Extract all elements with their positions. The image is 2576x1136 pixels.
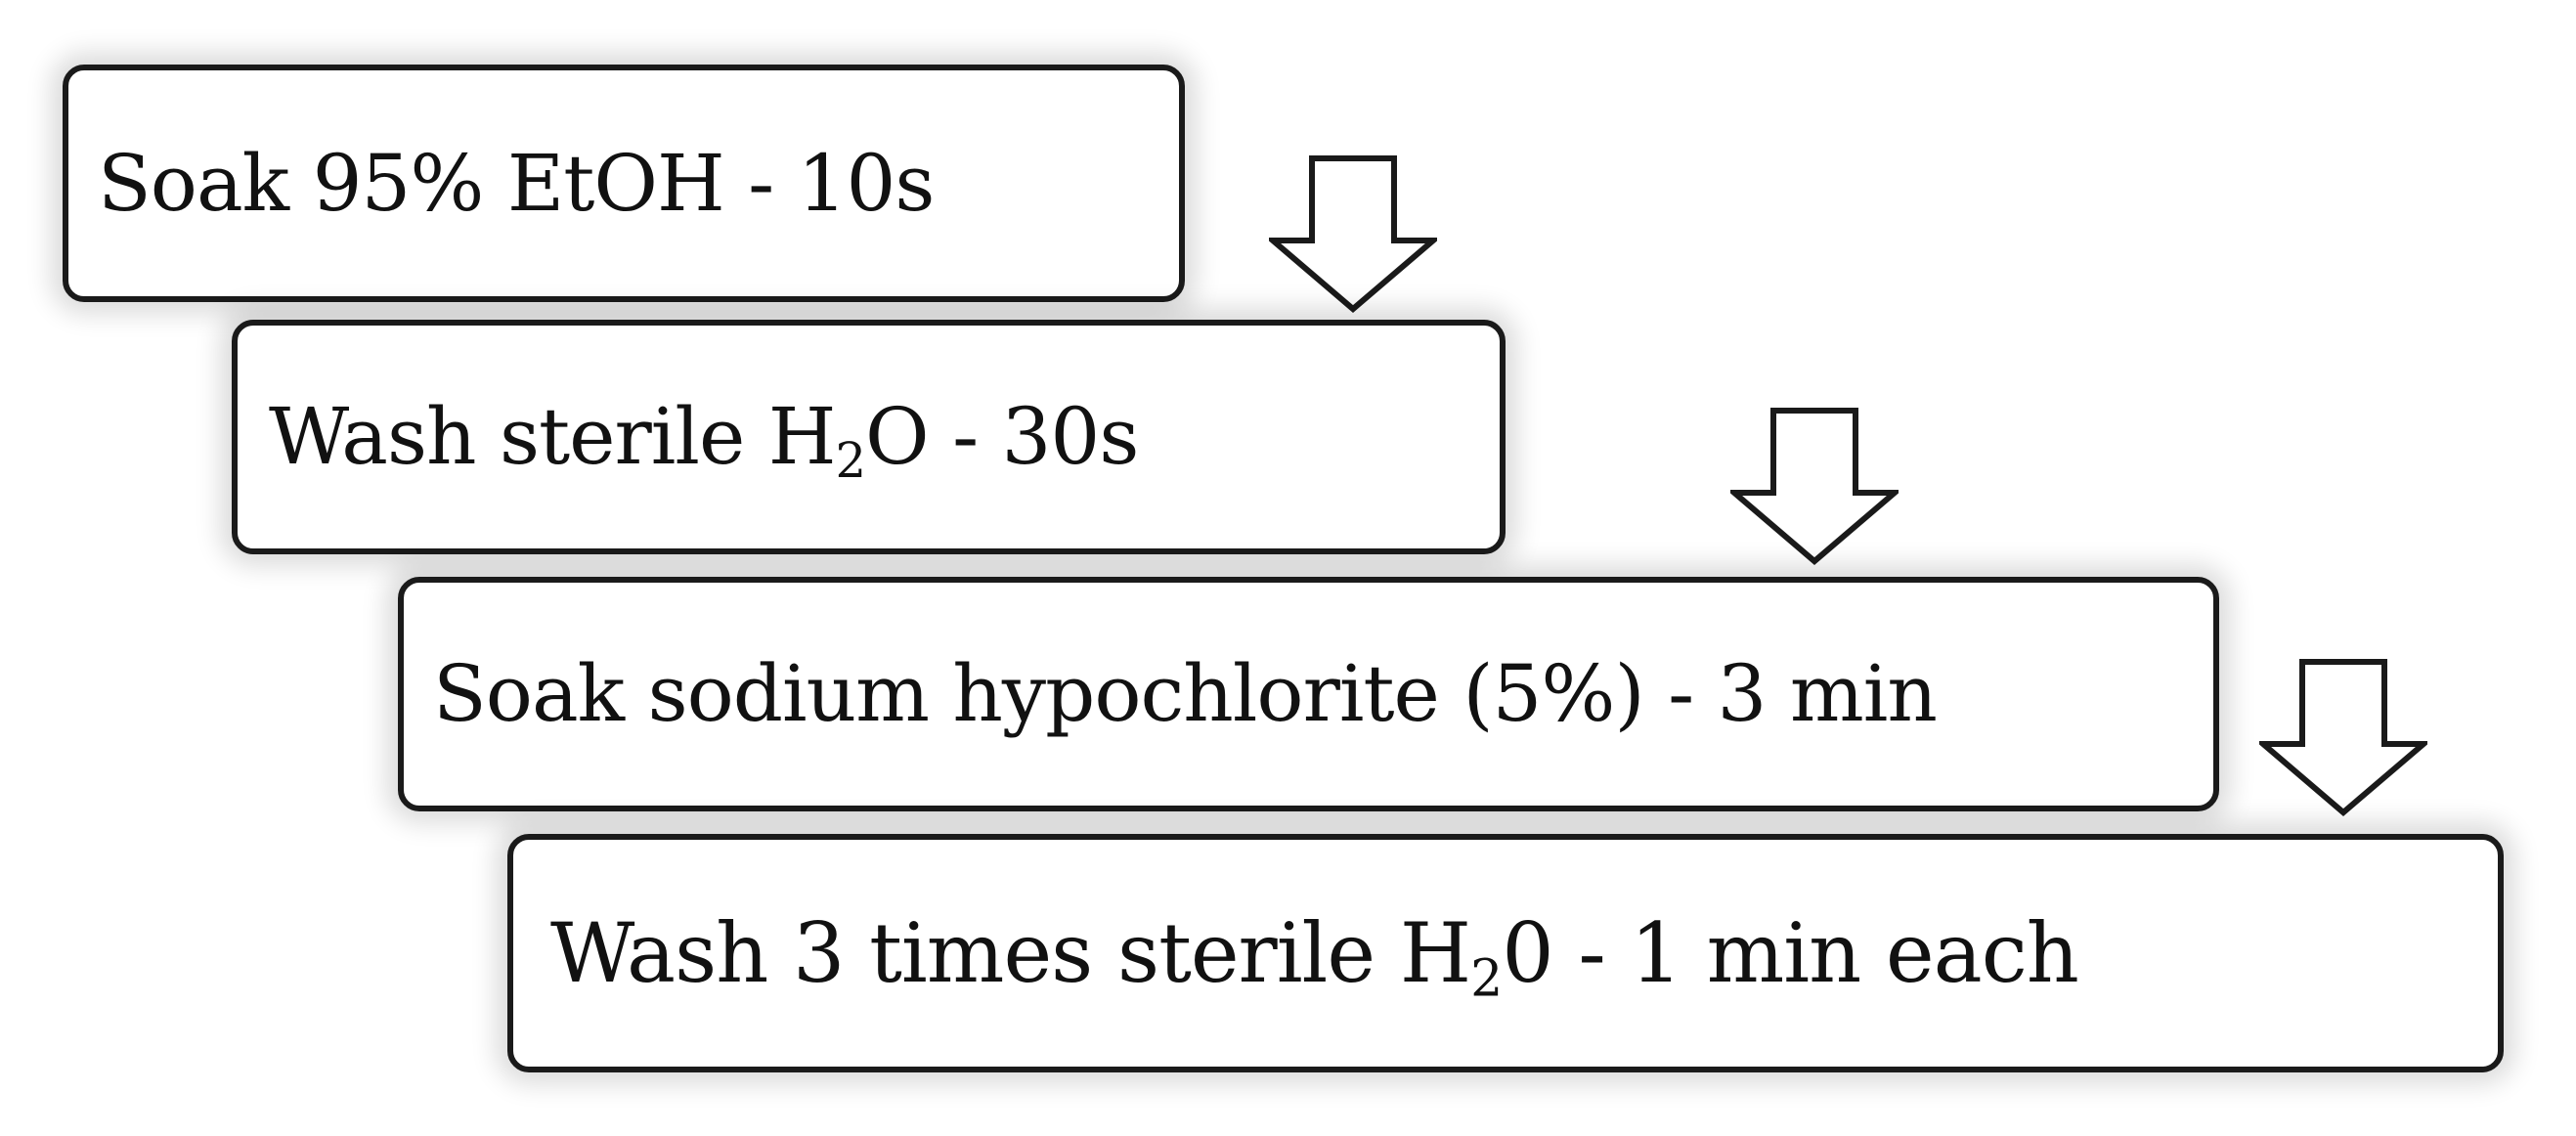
step-3-label: Soak sodium hypochlorite (5%) - 3 min	[433, 648, 1938, 739]
down-arrow-icon	[1725, 407, 1903, 569]
step-4-text-pre: Wash 3 times sterile H	[550, 905, 1471, 1001]
step-2-label: Wash sterile H2O - 30s	[269, 398, 1139, 485]
down-arrow-icon	[1264, 154, 1442, 317]
step-2-text-pre: Wash sterile H	[269, 391, 836, 482]
step-2-subscript: 2	[835, 431, 866, 489]
step-4-box: Wash 3 times sterile H20 - 1 min each	[507, 834, 2504, 1072]
step-4-label: Wash 3 times sterile H20 - 1 min each	[550, 912, 2079, 1005]
step-4-text-post: 0 - 1 min each	[1502, 905, 2079, 1001]
step-1-label: Soak 95% EtOH - 10s	[98, 137, 935, 229]
down-arrow-icon	[2254, 658, 2432, 820]
step-4-subscript: 2	[1470, 949, 1503, 1009]
step-2-text-post: O - 30s	[865, 391, 1139, 482]
step-3-box: Soak sodium hypochlorite (5%) - 3 min	[398, 577, 2219, 811]
step-2-box: Wash sterile H2O - 30s	[232, 320, 1506, 554]
step-1-box: Soak 95% EtOH - 10s	[63, 65, 1185, 302]
